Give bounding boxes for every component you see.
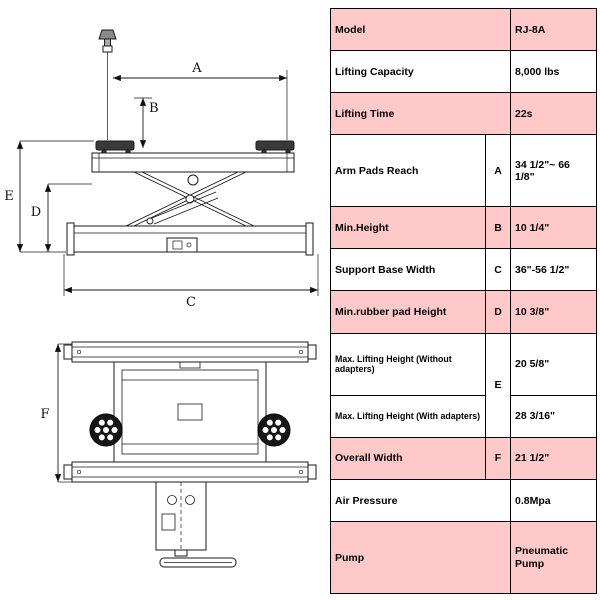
spec-table: Model RJ-8A Lifting Capacity 8,000 lbs L… [330,7,597,594]
spec-label: Support Base Width [330,248,486,292]
table-row: Lifting Capacity 8,000 lbs [330,50,597,94]
spec-letter: D [485,290,511,334]
spec-value: 8,000 lbs [510,50,597,94]
base-frame [66,222,314,256]
spec-value: 21 1/2" [510,436,597,480]
top-rail [63,341,317,363]
table-row: Support Base Width C 36"-56 1/2" [330,248,597,292]
spec-value: 28 3/16" [510,394,597,438]
spec-value: 10 3/8" [510,290,597,334]
technical-drawing-pane: A B [4,29,319,568]
spec-label: Model [330,7,511,52]
plan-view-drawing: F [40,341,317,568]
dimension-b: B [134,97,159,148]
table-row: Pump Pneumatic Pump [330,521,597,594]
spec-value: 10 1/4" [510,206,597,250]
spec-label: Lifting Capacity [330,50,511,94]
spec-label: Max. Lifting Height (With adapters) [330,394,486,438]
spec-letter: A [485,134,511,208]
dimension-label-d: D [31,205,41,220]
spec-value: RJ-8A [510,7,597,52]
spec-letter: C [485,248,511,292]
spec-value: 34 1/2"~ 66 1/8" [510,134,597,208]
dimension-label-f: F [40,407,49,422]
table-row: Max. Lifting Height (With adapters) 28 3… [330,394,597,438]
scissor-mechanism [125,171,255,227]
spec-value: 0.8Mpa [510,478,597,523]
dimension-label-b: B [149,101,159,116]
dimension-a: A [113,61,288,140]
dimension-f: F [40,343,74,483]
pump-handle [98,29,117,140]
left-air-motor [89,413,123,447]
spec-label: Overall Width [330,436,486,480]
lifting-beam [91,152,295,186]
spec-value: 22s [510,92,597,136]
table-row: Min.Height B 10 1/4" [330,206,597,250]
arm-pads [95,140,295,154]
table-row: Model RJ-8A [330,7,597,52]
spec-value: 20 5/8" [510,332,597,396]
table-row: Max. Lifting Height (Without adapters) E… [330,332,597,438]
table-row: Min.rubber pad Height D 10 3/8" [330,290,597,334]
spec-label: Pump [330,521,511,594]
spec-label: Air Pressure [330,478,511,523]
spec-label: Min.Height [330,206,486,250]
bottom-rail [63,461,317,483]
table-row: Lifting Time 22s [330,92,597,136]
spec-label: Min.rubber pad Height [330,290,486,334]
jack-technical-drawing: A B [4,29,319,568]
dimension-label-c: C [186,295,196,310]
spec-letter: B [485,206,511,250]
table-row: Arm Pads Reach A 34 1/2"~ 66 1/8" [330,134,597,208]
spec-label: Max. Lifting Height (Without adapters) [330,332,486,396]
pedal-assembly [155,481,237,568]
table-row: Air Pressure 0.8Mpa [330,478,597,523]
dimension-d: D [31,183,92,252]
spec-value: Pneumatic Pump [510,521,597,594]
spec-letter: E [485,332,511,438]
right-air-motor [257,413,291,447]
side-view-drawing: A B [4,29,319,310]
dimension-e: E [4,140,94,253]
spec-label: Arm Pads Reach [330,134,486,208]
dimension-c: C [63,254,319,310]
dimension-label-a: A [191,61,202,76]
central-body [113,361,267,463]
spec-value: 36"-56 1/2" [510,248,597,292]
dimension-label-e: E [4,189,14,204]
spec-letter: F [485,436,511,480]
table-row: Overall Width F 21 1/2" [330,436,597,480]
spec-label: Lifting Time [330,92,511,136]
